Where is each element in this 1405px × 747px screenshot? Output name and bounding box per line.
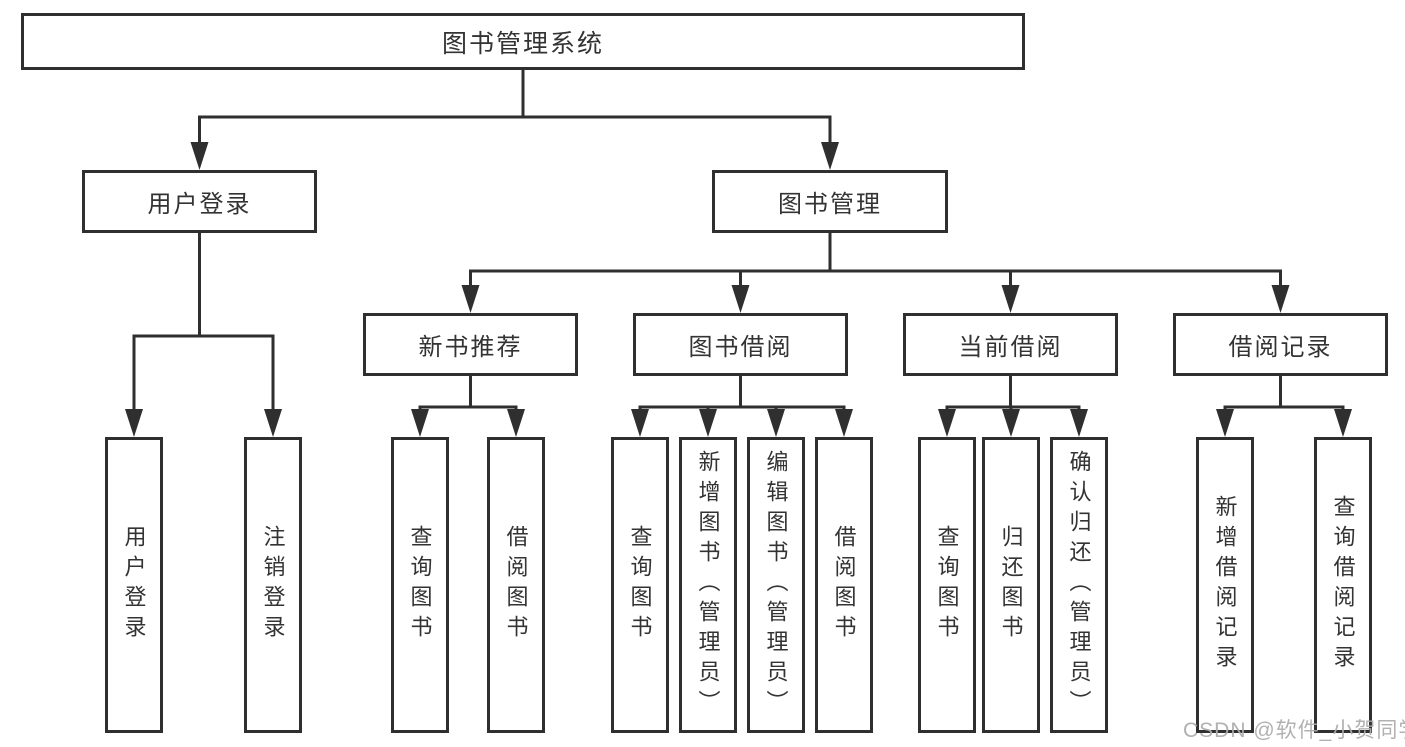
leaf-return-book: 归还图书 <box>982 437 1040 733</box>
arrow-down-icon <box>1216 409 1234 437</box>
arrow-down-icon <box>631 409 649 437</box>
node-current-borrowing: 当前借阅 <box>903 313 1118 376</box>
arrow-down-icon <box>767 409 785 437</box>
leaf-label: 查询图书 <box>407 525 433 645</box>
tree-edges <box>132 70 1345 415</box>
arrow-down-icon <box>461 285 480 313</box>
node-borrowing-records: 借阅记录 <box>1173 313 1388 376</box>
leaf-edit-book-admin: 编辑图书（管理员） <box>747 437 805 733</box>
arrow-down-icon <box>699 409 717 437</box>
node-book-management: 图书管理 <box>712 170 948 233</box>
leaf-label: 新增图书（管理员） <box>695 450 721 720</box>
leaf-query-borrow-record: 查询借阅记录 <box>1314 437 1372 733</box>
leaf-borrow-books: 借阅图书 <box>487 437 545 733</box>
leaf-label: 用户登录 <box>121 525 147 645</box>
arrow-down-icon <box>190 142 209 170</box>
leaf-label: 新增借阅记录 <box>1212 495 1238 675</box>
arrow-down-icon <box>1001 285 1020 313</box>
leaf-label: 借阅图书 <box>831 525 857 645</box>
leaf-label: 查询图书 <box>627 525 653 645</box>
watermark: CSDN @软件_小贺同学 <box>1183 719 1405 742</box>
arrow-down-icon <box>1070 409 1088 437</box>
arrow-down-icon <box>731 285 750 313</box>
arrow-down-icon <box>938 409 956 437</box>
leaf-query-books: 查询图书 <box>391 437 449 733</box>
leaf-label: 查询借阅记录 <box>1330 495 1356 675</box>
leaf-label: 注销登录 <box>260 525 286 645</box>
leaf-label: 归还图书 <box>998 525 1024 645</box>
leaf-borrow-books: 借阅图书 <box>815 437 873 733</box>
leaf-user-login: 用户登录 <box>105 437 163 733</box>
node-library-management-system: 图书管理系统 <box>21 13 1025 70</box>
node-book-borrowing: 图书借阅 <box>633 313 848 376</box>
leaf-label: 编辑图书（管理员） <box>763 450 789 720</box>
arrow-down-icon <box>125 409 143 437</box>
arrow-down-icon <box>835 409 853 437</box>
leaf-label: 确认归还（管理员） <box>1066 450 1092 720</box>
leaf-confirm-return-admin: 确认归还（管理员） <box>1050 437 1108 733</box>
leaf-add-book-admin: 新增图书（管理员） <box>679 437 737 733</box>
node-new-book-recommendation: 新书推荐 <box>363 313 578 376</box>
leaf-label: 借阅图书 <box>503 525 529 645</box>
arrow-down-icon <box>821 142 839 170</box>
arrow-down-icon <box>1271 285 1290 313</box>
arrow-down-icon <box>1334 409 1352 437</box>
arrow-down-icon <box>411 409 429 437</box>
leaf-label: 查询图书 <box>934 525 960 645</box>
arrow-down-icon <box>507 409 525 437</box>
arrow-down-icon <box>1002 409 1020 437</box>
leaf-query-books: 查询图书 <box>611 437 669 733</box>
leaf-query-books: 查询图书 <box>918 437 976 733</box>
leaf-add-borrow-record: 新增借阅记录 <box>1196 437 1254 733</box>
arrowheads <box>125 142 1352 437</box>
arrow-down-icon <box>264 409 282 437</box>
node-user-login-branch: 用户登录 <box>82 170 317 233</box>
leaf-logout: 注销登录 <box>244 437 302 733</box>
